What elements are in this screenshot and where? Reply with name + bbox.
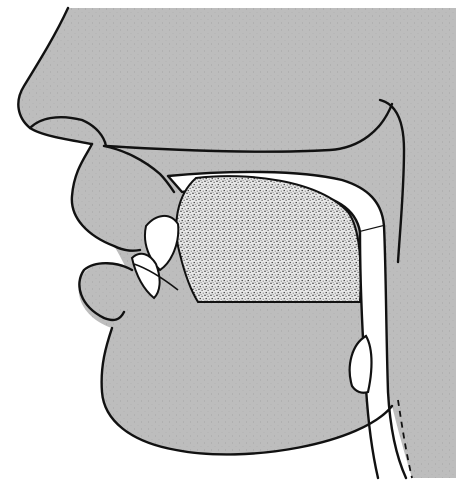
vocal-tract-diagram xyxy=(0,0,456,490)
